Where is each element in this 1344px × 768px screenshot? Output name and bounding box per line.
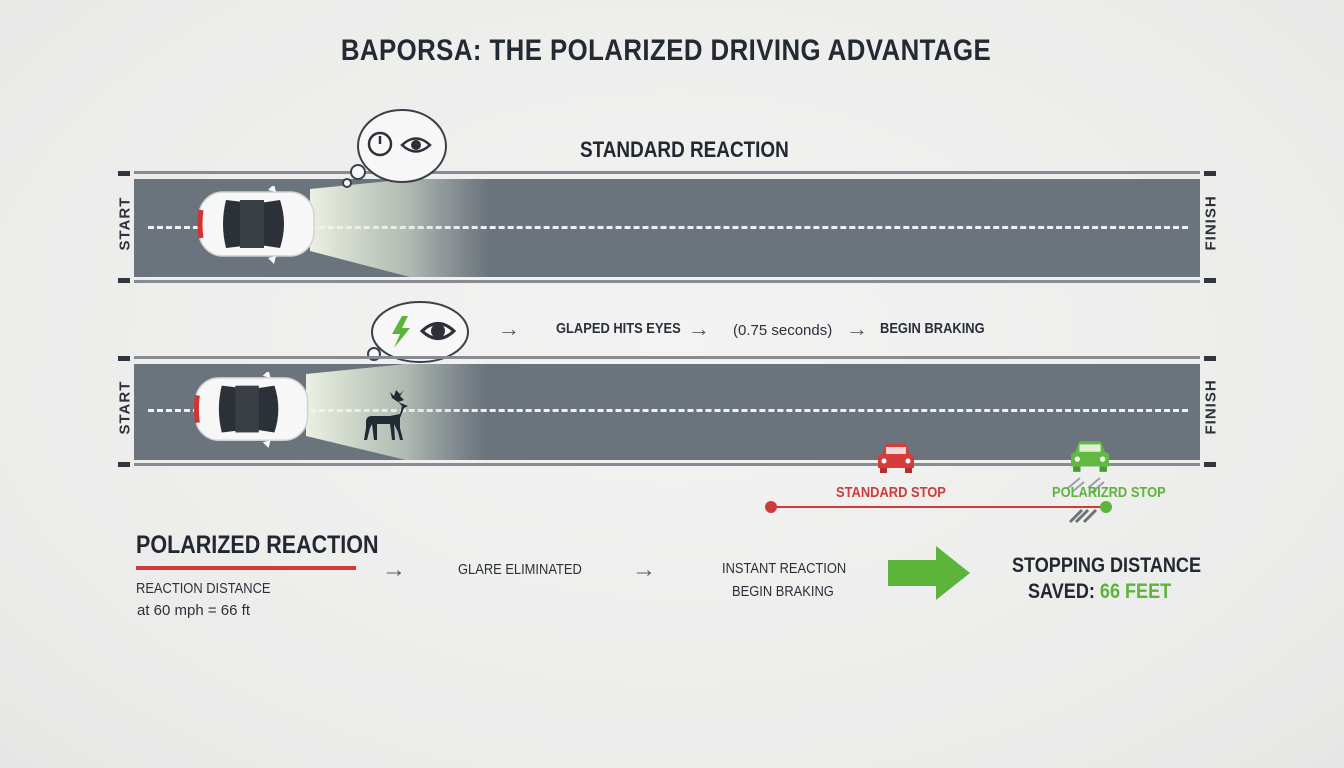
standard-stop-label: STANDARD STOP xyxy=(836,484,946,501)
instant-reaction: INSTANT REACTION xyxy=(722,560,847,577)
top-road-edge xyxy=(134,356,1200,359)
reaction-distance-label: REACTION DISTANCE xyxy=(136,580,271,597)
arrow-icon: → xyxy=(632,556,656,583)
heading-underline xyxy=(136,566,356,570)
standard-reaction-heading: STANDARD REACTION xyxy=(580,137,789,162)
big-green-arrow-icon xyxy=(888,546,970,600)
finish-label: FINISH xyxy=(1202,379,1220,435)
step-glare-hits: GLAPED HITS EYES xyxy=(556,320,681,337)
finish-label: FINISH xyxy=(1202,195,1220,251)
polarized-stop-car-icon xyxy=(1071,441,1109,472)
saved-prefix: SAVED: xyxy=(1028,580,1100,603)
start-cap xyxy=(118,462,130,467)
start-label: START xyxy=(116,380,134,435)
headlight-beam xyxy=(310,179,490,277)
standard-stop-car-icon xyxy=(878,444,914,473)
eye-icon xyxy=(419,322,457,340)
polarized-stop-label: POLARIZRD STOP xyxy=(1052,484,1166,501)
bottom-road-edge xyxy=(134,463,1200,466)
start-cap xyxy=(118,171,130,176)
thought-bubble xyxy=(342,109,447,188)
arrow-icon: → xyxy=(846,316,868,341)
step-begin-braking: BEGIN BRAKING xyxy=(880,320,985,337)
start-cap xyxy=(118,356,130,361)
top-road-edge xyxy=(134,171,1200,174)
lane-center-line xyxy=(148,409,1188,412)
polarized-reaction-heading: POLARIZED REACTION xyxy=(136,531,379,559)
finish-cap xyxy=(1204,278,1216,283)
clock-icon xyxy=(367,131,393,157)
deer-icon xyxy=(364,390,408,440)
reaction-distance-value: at 60 mph = 66 ft xyxy=(137,602,250,619)
arrow-icon: → xyxy=(498,316,520,341)
finish-cap xyxy=(1204,462,1216,467)
eye-icon xyxy=(400,137,432,153)
arrow-icon: → xyxy=(382,556,406,583)
start-label: START xyxy=(116,196,134,251)
finish-cap xyxy=(1204,171,1216,176)
begin-braking: BEGIN BRAKING xyxy=(732,583,834,600)
car-icon xyxy=(197,186,315,264)
arrow-icon: → xyxy=(688,316,710,341)
stopping-distance-line xyxy=(765,501,1112,513)
start-cap xyxy=(118,278,130,283)
skid-marks xyxy=(1067,477,1105,524)
saved-value: 66 FEET xyxy=(1099,580,1172,603)
finish-cap xyxy=(1204,356,1216,361)
glare-eliminated: GLARE ELIMINATED xyxy=(458,561,582,578)
saved-distance: SAVED: 66 FEET xyxy=(1028,580,1171,604)
bottom-road-edge xyxy=(134,280,1200,283)
stopping-distance-label: STOPPING DISTANCE xyxy=(1012,554,1201,577)
lane-center-line xyxy=(148,226,1188,229)
car-icon xyxy=(193,372,309,449)
page-title: BAPORSA: THE POLARIZED DRIVING ADVANTAGE xyxy=(340,34,992,67)
headlight-beam xyxy=(306,364,486,460)
thought-bubble xyxy=(367,301,469,363)
step-seconds: (0.75 seconds) xyxy=(733,322,833,339)
lightning-icon xyxy=(392,316,410,348)
